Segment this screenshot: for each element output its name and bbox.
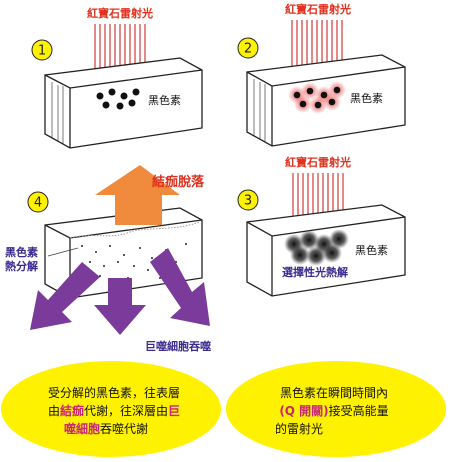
panel-3-burst-pigment [284,229,349,266]
macrophage-arrows [30,248,210,335]
panel-3-number: 3 [244,194,252,209]
left-bubble-line-3: 噬細胞吞噬代謝 [64,421,148,436]
panel-4-scab-label: 結痂脫落 [152,174,205,190]
panel-1-number: 1 [38,44,46,59]
panel-1-skin-block [44,57,203,149]
panel-4-number: 4 [34,196,42,211]
panel-3-caption: 選擇性光熱解 [282,265,348,279]
right-bubble-line-3: 的雷射光 [275,421,323,436]
panel-3: 紅寶石雷射光 3 黑色素 選擇性光熱解 [237,155,406,297]
panel-4-macrophage-label: 巨噬細胞吞噬 [145,339,211,353]
panel-3-number-badge [237,189,259,211]
panel-3-pigment-label: 黑色素 [355,243,388,257]
left-bubble-line-1: 受分解的黑色素，往表層 [48,385,180,400]
right-bubble-line-2: (Q 開關)接受高能量 [279,403,388,418]
panel-4-breakdown-label-line1: 黑色素 [5,245,38,259]
panel-2-pigment-label: 黑色素 [350,91,383,105]
left-bubble-line-2: 由結痂代謝，往深層由巨 [48,403,180,418]
panel-1-number-badge [31,39,53,61]
left-bubble-text: 受分解的黑色素，往表層 由結痂代謝，往深層由巨 噬細胞吞噬代謝 [48,385,180,436]
right-bubble-line-1: 黑色素在瞬間時間內 [280,386,388,400]
panel-4-surface-dust [69,221,201,239]
panel-4-breakdown-label-line2: 熱分解 [5,259,38,273]
panel-4-breakdown-pointer [47,247,79,257]
panel-2: 紅寶石雷射光 2 黑色素 [237,2,406,147]
scab-shedding-arrow [95,165,180,225]
panel-1-pigment-dots [96,88,140,110]
panel-2-number-badge [237,37,259,59]
panel-1-pigment-label: 黑色素 [148,93,181,107]
panel-1: 紅寶石雷射光 1 黑色素 [31,6,203,149]
panel-2-laser-label: 紅寶石雷射光 [285,2,351,16]
panel-3-laser-label: 紅寶石雷射光 [285,155,351,169]
panel-2-heated-pigment [288,81,346,114]
panel-4: 結痂脫落 4 黑色素 熱分解 巨噬細胞吞噬 [5,165,211,353]
right-bubble-text: 黑色素在瞬間時間內 (Q 開關)接受高能量 的雷射光 [275,386,389,436]
panel-1-laser-label: 紅寶石雷射光 [87,6,153,20]
left-info-bubble [1,361,221,457]
right-info-bubble [226,361,446,457]
panel-4-number-badge [27,191,49,213]
panel-2-number: 2 [244,42,252,57]
